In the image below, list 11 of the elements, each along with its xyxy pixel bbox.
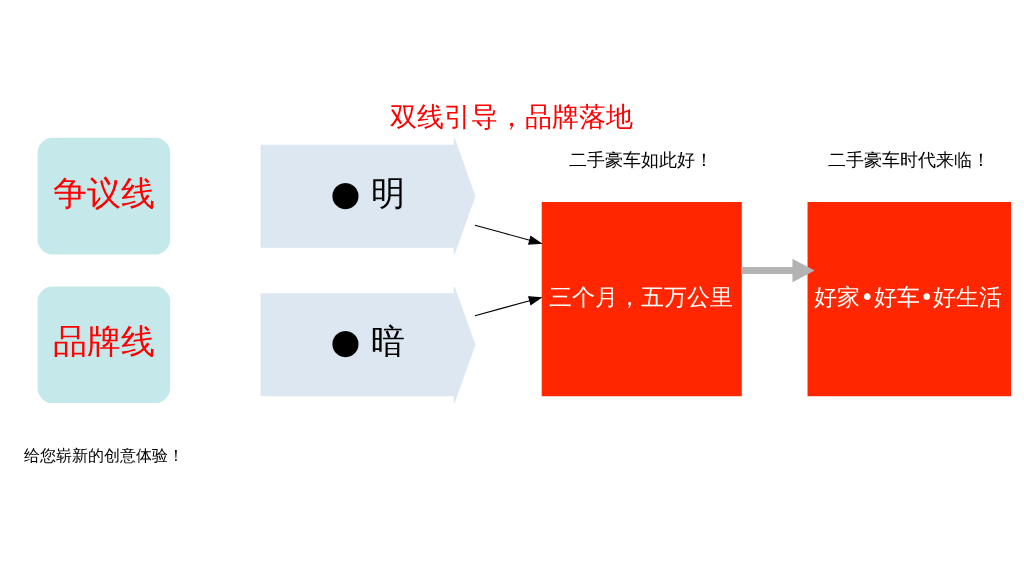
node-box: 品牌线 [37,286,171,403]
node-label: 二手豪车时代来临！ [828,148,991,170]
diagram-title: 双线引导，品牌落地 [390,100,634,132]
node-box: 三个月，五万公里 [541,201,742,396]
arrow [474,295,543,316]
arrow [474,224,543,245]
node-box: 争议线 [37,137,171,254]
label: 给您崭新的创意体验！ [23,445,184,465]
node-label: 二手豪车如此好！ [569,148,714,170]
arrow [741,258,815,282]
node-box: 好家•好车•好生活 [807,201,1012,396]
